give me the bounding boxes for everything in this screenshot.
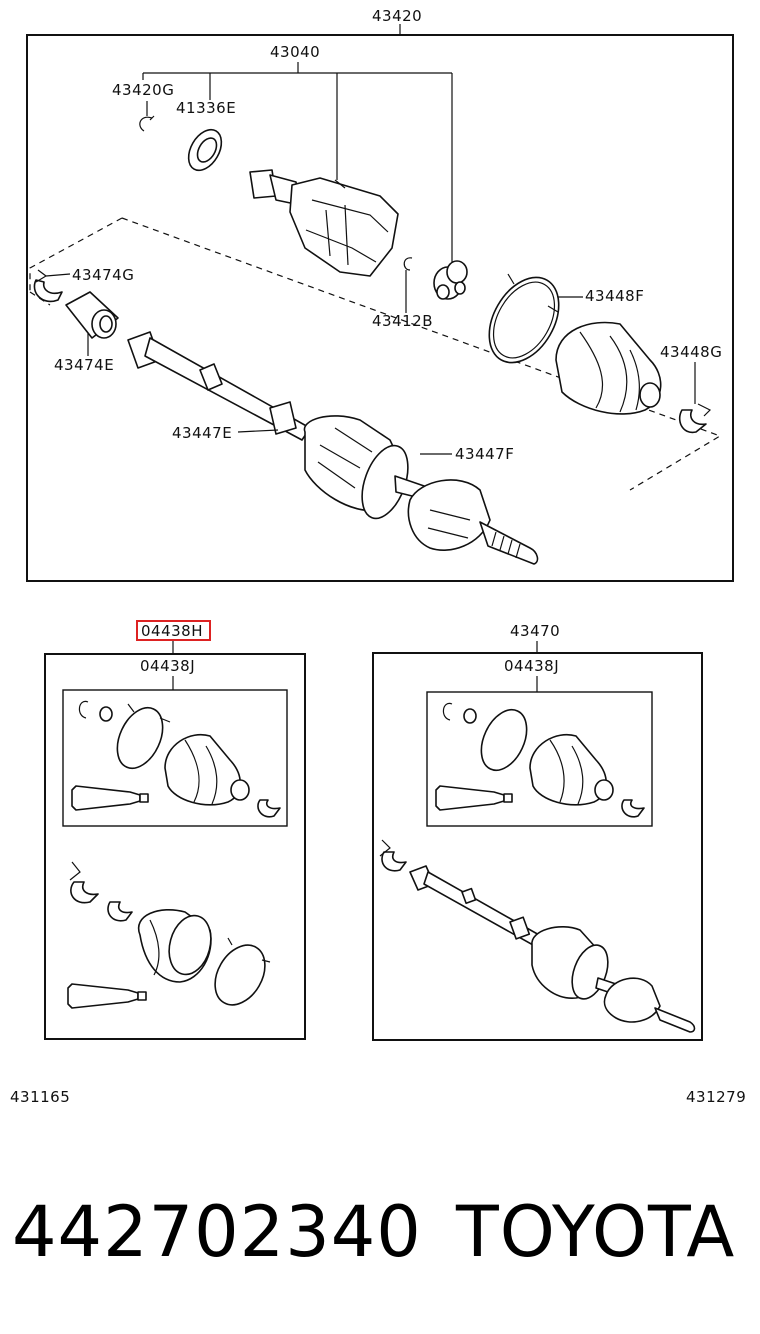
label-boot-clamp-f2: 43447F [455,445,514,463]
right-inner-box [426,691,653,827]
label-kit-h: 04438H [141,622,203,640]
label-kit-j-left: 04438J [140,657,195,675]
label-kit-j-right: 04438J [504,657,559,675]
right-kit-parts-top [435,702,645,818]
bearing-part [187,128,223,172]
left-kit: 04438H 04438J [44,620,306,1040]
clamp-g-part [33,269,63,303]
boot-clamp-f-part [488,273,560,364]
outer-boot [555,321,662,415]
shaft-boots [303,415,539,565]
boot-clamp-g-part [678,403,712,434]
label-snap-ring-g: 43420G [112,81,174,99]
label-inner-joint: 43040 [270,43,320,61]
kit-h-highlight [136,620,211,641]
brand-name: TOYOTA [455,1191,735,1273]
tripod-part [433,260,468,300]
left-kit-parts-top [71,700,281,818]
code-left: 431165 [10,1088,70,1106]
label-boot-clamp-f: 43448F [585,287,644,305]
top-assembly-frame [26,34,734,582]
label-assembly-main: 43420 [372,7,422,25]
drive-shaft [127,331,311,441]
part-number: 442702340 [12,1191,422,1273]
label-snap-ring-b: 43412B [372,312,433,330]
left-kit-parts-bottom [67,861,271,1009]
snap-ring-g-part [139,115,155,132]
label-assembly-right: 43470 [510,622,560,640]
right-kit-frame [372,652,703,1041]
label-boot-clamp-e: 43447E [172,424,232,442]
right-kit: 43470 04438J [372,622,703,1041]
left-inner-box [62,689,288,827]
snap-ring-b-part [403,257,413,271]
inner-joint-housing [249,169,399,277]
left-kit-frame [44,653,306,1040]
top-assembly: 43420 43040 43420G 41336E 43412B [26,7,734,582]
label-boot-clamp-g: 43448G [660,343,722,361]
label-damper-e: 43474E [54,356,114,374]
label-bearing-e: 41336E [176,99,236,117]
right-kit-shaft [379,839,696,1033]
footer: 431165 431279 442702340 TOYOTA [10,1088,746,1273]
label-clamp-g: 43474G [72,266,134,284]
code-right: 431279 [686,1088,746,1106]
damper-part [65,291,119,339]
